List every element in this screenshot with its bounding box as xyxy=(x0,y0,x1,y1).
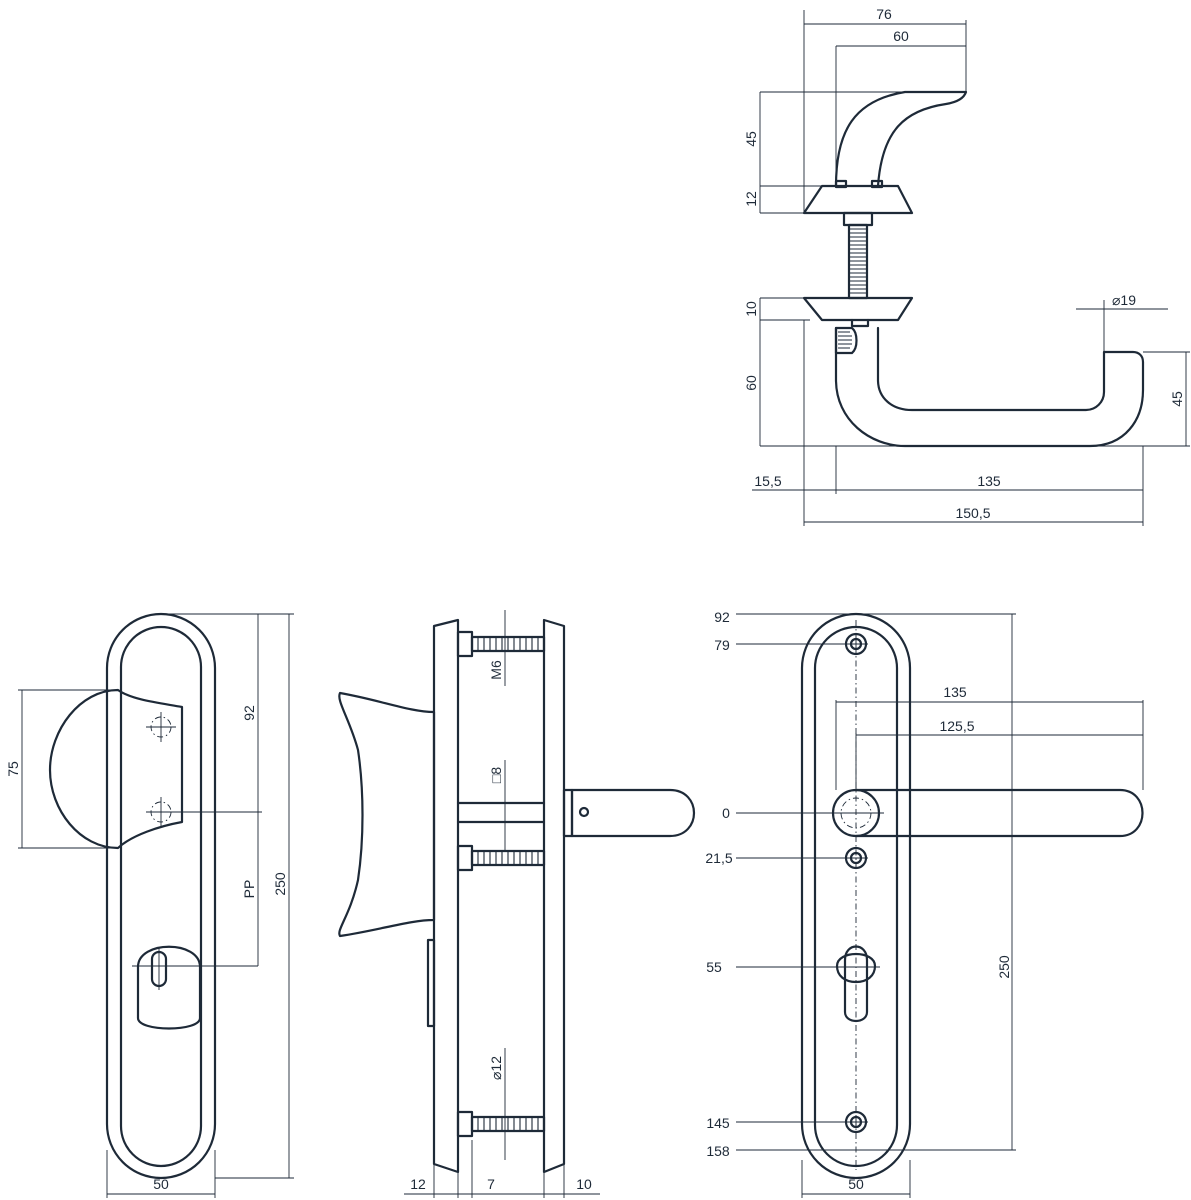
dim-side-10: 10 xyxy=(576,1176,592,1192)
dim-spindle-8: □8 xyxy=(488,767,504,783)
screw-symbol-upper xyxy=(146,712,176,742)
dim-top-76: 76 xyxy=(876,6,892,22)
front-lever-view: 92 79 135 125,5 0 21,5 55 145 158 250 50 xyxy=(705,609,1144,1198)
dim-lever-79: 79 xyxy=(714,637,730,653)
dim-knob-92: 92 xyxy=(241,705,257,721)
side-view: M6 □8 ⌀12 12 7 10 xyxy=(338,610,695,1198)
dim-top-60: 60 xyxy=(893,28,909,44)
dim-knob-pp: PP xyxy=(241,880,257,899)
dim-diameter-19: ⌀19 xyxy=(1112,292,1136,308)
dim-knob-50: 50 xyxy=(153,1176,169,1192)
dim-top-10: 10 xyxy=(743,301,759,317)
dim-lever-135: 135 xyxy=(943,684,967,700)
dim-lever-158: 158 xyxy=(706,1143,730,1159)
dim-lever-250: 250 xyxy=(996,955,1012,979)
dim-knob-75: 75 xyxy=(5,761,21,777)
dim-m6: M6 xyxy=(488,660,504,680)
dim-top-60-vertical: 60 xyxy=(743,375,759,391)
dim-side-7: 7 xyxy=(487,1176,495,1192)
dim-lever-92: 92 xyxy=(714,609,730,625)
screw-symbol-lower xyxy=(146,797,262,827)
top-view: 76 60 45 12 10 60 ⌀19 45 15,5 135 150,5 xyxy=(743,6,1190,526)
dim-top-45: 45 xyxy=(743,131,759,147)
dim-15-5: 15,5 xyxy=(754,473,781,489)
dim-150-5: 150,5 xyxy=(955,505,990,521)
spindle-thread xyxy=(849,228,867,294)
dim-135: 135 xyxy=(977,473,1001,489)
dim-top-12: 12 xyxy=(743,191,759,207)
front-knob-view: 75 92 PP 250 50 xyxy=(5,612,294,1198)
dim-lever-145: 145 xyxy=(706,1115,730,1131)
dim-lever-21-5: 21,5 xyxy=(705,850,732,866)
dim-lever-125-5: 125,5 xyxy=(939,718,974,734)
dim-side-12: 12 xyxy=(410,1176,426,1192)
dim-diameter-12: ⌀12 xyxy=(488,1056,504,1080)
dim-lever-0: 0 xyxy=(722,805,730,821)
dim-lever-50: 50 xyxy=(848,1176,864,1192)
dim-knob-250: 250 xyxy=(272,872,288,896)
dim-lever-55: 55 xyxy=(706,959,722,975)
dim-top-45-right: 45 xyxy=(1169,391,1185,407)
screw-thread-hatching xyxy=(477,637,539,1131)
